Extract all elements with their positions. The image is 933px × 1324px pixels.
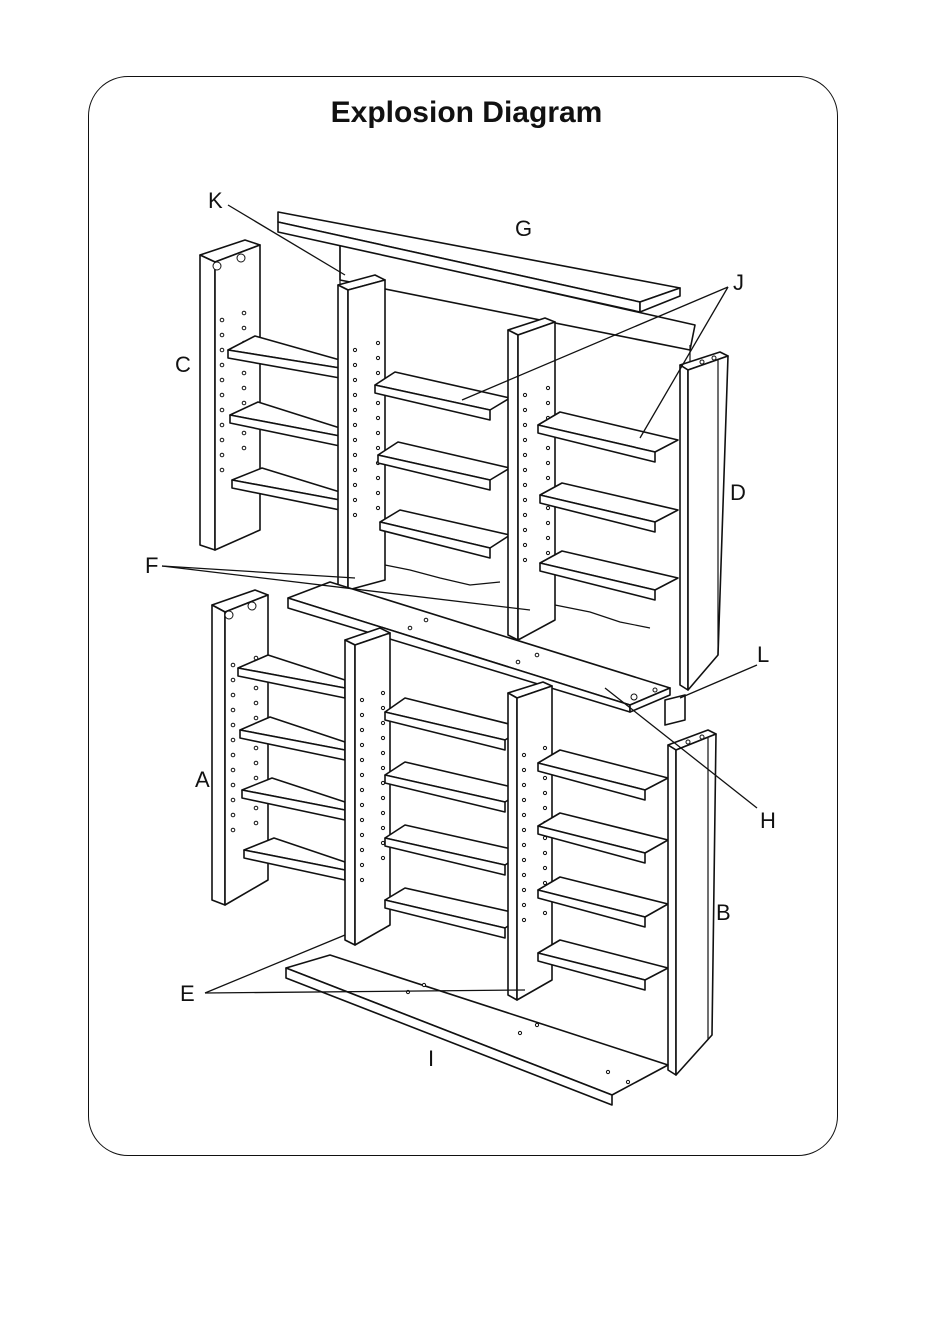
label-b: B [716,900,731,925]
label-g: G [515,216,532,241]
label-k: K [208,188,223,213]
side-panel-b [668,730,716,1075]
label-d: D [730,480,746,505]
shelves-right-upper [538,412,678,628]
label-a: A [195,767,210,792]
label-c: C [175,352,191,377]
label-h: H [760,808,776,833]
label-j: J [733,270,744,295]
shelves-right-lower [538,750,668,990]
shelves-middle-lower [385,698,525,938]
partition-f-right [508,318,555,640]
side-panel-c [200,240,260,550]
partition-e-left [345,628,390,945]
label-l: L [757,642,769,667]
shelves-middle-upper [375,372,510,585]
side-panel-d [680,352,728,690]
partition-f-left [338,275,385,590]
label-i: I [428,1046,434,1071]
back-panel-l [665,695,685,725]
label-f: F [145,553,158,578]
label-e: E [180,981,195,1006]
